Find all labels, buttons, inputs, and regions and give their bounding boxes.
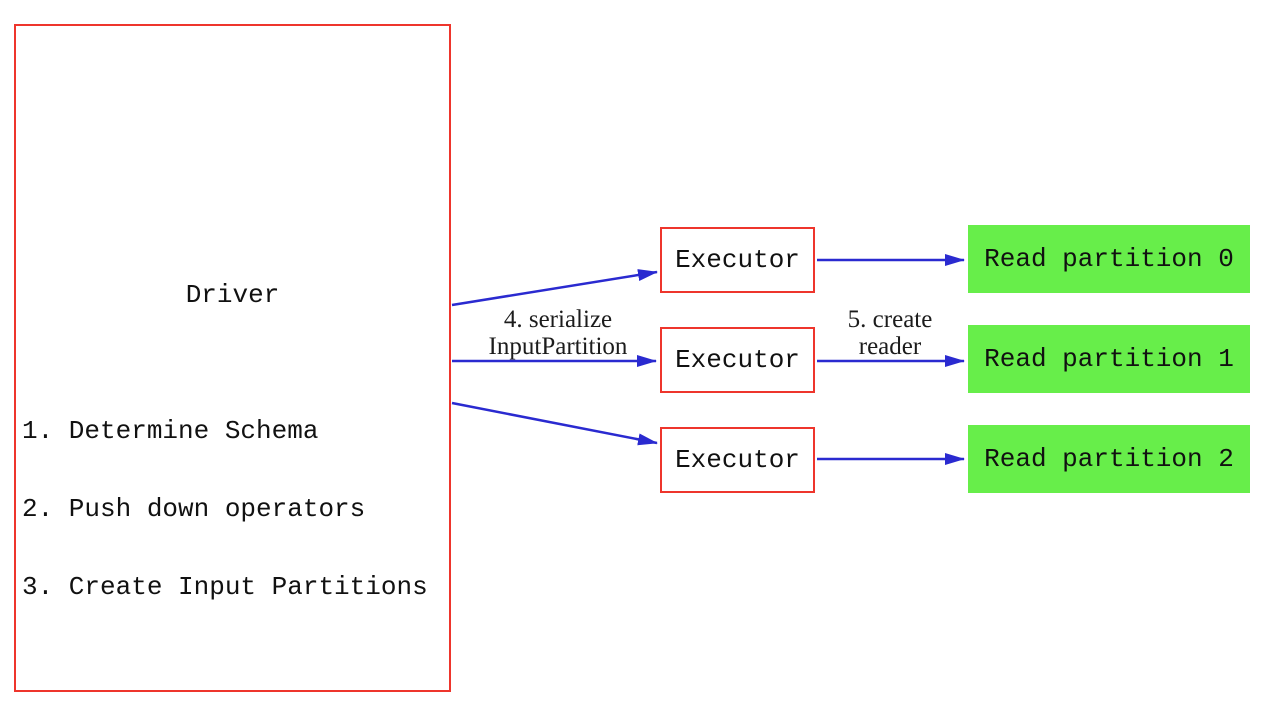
executor-label: Executor — [675, 245, 800, 275]
partition-label: Read partition 1 — [984, 344, 1234, 374]
edge-label-line: 4. serialize — [503, 306, 613, 333]
edge-label-serialize-inputpartition: 4. serialize InputPartition — [458, 306, 658, 360]
arrow-driver-to-executor-1 — [451, 269, 658, 307]
edge-label-line: 5. create — [847, 306, 933, 333]
edge-label-line: InputPartition — [488, 333, 628, 360]
driver-step-list: 1. Determine Schema 2. Push down operato… — [22, 366, 428, 652]
partition-label: Read partition 0 — [984, 244, 1234, 274]
edge-label-create-reader: 5. create reader — [810, 306, 970, 360]
read-partition-box-0: Read partition 0 — [968, 225, 1250, 293]
executor-box-3: Executor — [660, 427, 815, 493]
executor-box-1: Executor — [660, 227, 815, 293]
driver-step-1: 1. Determine Schema — [22, 416, 319, 446]
executor-label: Executor — [675, 445, 800, 475]
partition-label: Read partition 2 — [984, 444, 1234, 474]
driver-step-3: 3. Create Input Partitions — [22, 572, 428, 602]
driver-title: Driver — [185, 280, 280, 310]
read-partition-box-1: Read partition 1 — [968, 325, 1250, 393]
edge-label-line: reader — [858, 333, 922, 360]
executor-box-2: Executor — [660, 327, 815, 393]
read-partition-box-2: Read partition 2 — [968, 425, 1250, 493]
driver-box: Driver 1. Determine Schema 2. Push down … — [14, 24, 451, 692]
executor-label: Executor — [675, 345, 800, 375]
driver-step-2: 2. Push down operators — [22, 494, 366, 524]
arrow-driver-to-executor-3 — [451, 401, 658, 446]
